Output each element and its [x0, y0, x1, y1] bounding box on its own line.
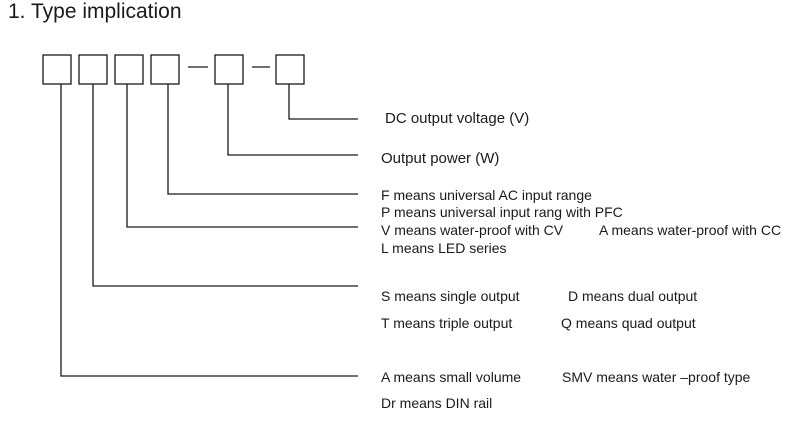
leader-line-box-4: [167, 84, 358, 195]
code-box-3: [114, 54, 144, 85]
leader-line-box-6: [288, 84, 358, 120]
diagram-title: 1. Type implication: [8, 0, 182, 23]
label-single-output: S means single output: [381, 288, 520, 304]
leader-line-box-1: [60, 84, 358, 377]
label-triple-output: T means triple output: [381, 315, 513, 331]
label-quad-output: Q means quad output: [561, 315, 696, 331]
label-dc-output-voltage: DC output voltage (V): [385, 110, 530, 127]
label-universal-ac-input: F means universal AC input range: [381, 187, 592, 203]
label-water-proof-type: SMV means water –proof type: [562, 369, 751, 385]
code-box-6: [275, 54, 305, 85]
label-led-series: L means LED series: [381, 240, 507, 256]
label-output-power: Output power (W): [381, 150, 500, 167]
leader-line-box-5: [227, 84, 358, 156]
code-box-4: [150, 54, 180, 85]
code-box-1: [42, 54, 72, 85]
label-water-proof-cc: A means water-proof with CC: [599, 222, 782, 238]
label-dual-output: D means dual output: [568, 288, 698, 304]
label-small-volume: A means small volume: [381, 369, 522, 385]
code-box-2: [78, 54, 108, 85]
code-box-5: [214, 54, 244, 85]
leader-line-box-2: [92, 84, 358, 287]
label-universal-input-pfc: P means universal input rang with PFC: [381, 204, 623, 220]
label-water-proof-cv: V means water-proof with CV: [381, 222, 564, 238]
label-din-rail: Dr means DIN rail: [381, 395, 493, 411]
leader-line-box-3: [126, 84, 358, 228]
